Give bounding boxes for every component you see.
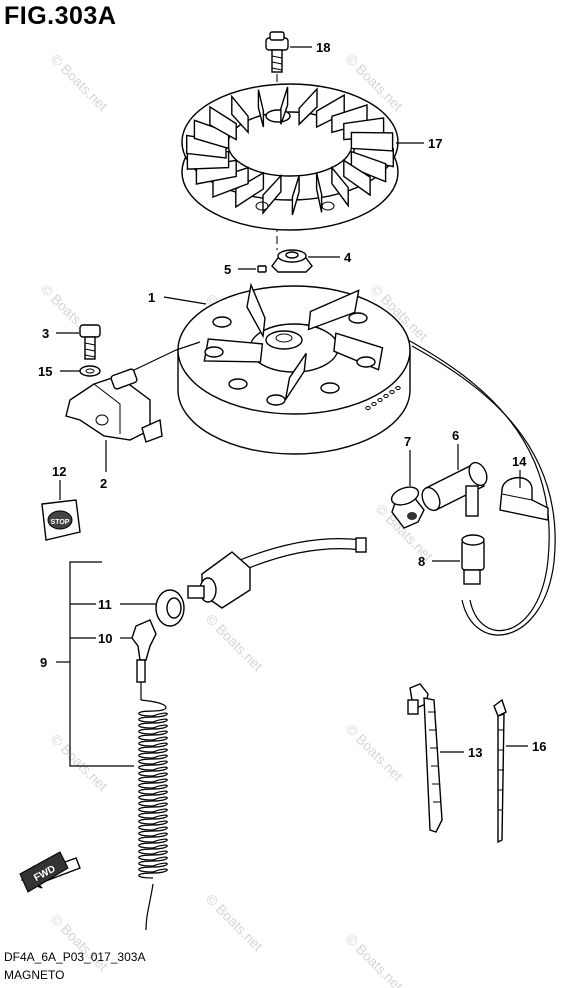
switch-lead-wire	[243, 548, 363, 571]
fan-blade	[231, 94, 249, 135]
watermark: © Boats.net	[48, 51, 111, 114]
flywheel-window	[228, 378, 248, 390]
lead-wire	[407, 339, 550, 632]
part-17-cooling-fan[interactable]	[181, 83, 399, 231]
callout-1[interactable]: 1	[148, 290, 155, 305]
flywheel-slot	[371, 402, 377, 406]
flywheel-window	[204, 346, 224, 358]
lead-wire	[411, 345, 556, 636]
fan-blade	[209, 105, 237, 141]
fan-blade	[343, 159, 371, 197]
watermark: © Boats.net	[343, 931, 406, 988]
callout-4[interactable]: 4	[344, 250, 352, 265]
callout-3[interactable]: 3	[42, 326, 49, 341]
switch-lead-terminal	[355, 537, 367, 553]
fan-blade	[350, 150, 387, 183]
callout-14[interactable]: 14	[512, 454, 527, 469]
bracket-9	[69, 561, 134, 767]
part-4-nut[interactable]	[271, 249, 313, 273]
fan-blade	[350, 131, 394, 152]
part-1-flywheel[interactable]	[177, 282, 411, 455]
callout-18[interactable]: 18	[316, 40, 330, 55]
callout-17[interactable]: 17	[428, 136, 442, 151]
callout-2[interactable]: 2	[100, 476, 107, 491]
flywheel-window	[320, 382, 340, 394]
flywheel-window	[212, 316, 232, 328]
drawing-code: DF4A_6A_P03_017_303A	[4, 950, 146, 964]
part-16-cable-tie[interactable]	[493, 698, 507, 844]
part-11-ring-nut[interactable]	[155, 589, 185, 627]
coil-tail	[145, 883, 154, 931]
fan-blade	[298, 87, 318, 126]
callout-6[interactable]: 6	[452, 428, 459, 443]
watermark: © Boats.net	[203, 611, 266, 674]
part-6-cap[interactable]	[419, 460, 491, 517]
callout-10[interactable]: 10	[98, 631, 112, 646]
callout-15[interactable]: 15	[38, 364, 52, 379]
fan-blade	[257, 89, 265, 128]
part-8-sleeve[interactable]	[461, 534, 485, 585]
part-15-washer[interactable]	[79, 365, 101, 377]
part-13-cable-tie[interactable]	[407, 683, 443, 833]
part-2-ignition-coil[interactable]	[65, 341, 201, 443]
callout-9[interactable]: 9	[40, 655, 47, 670]
flywheel-slot	[395, 386, 401, 390]
fan-blade	[193, 119, 230, 150]
flywheel-window	[266, 394, 286, 406]
stop-switch-body[interactable]	[187, 551, 251, 609]
callout-16[interactable]: 16	[532, 739, 546, 754]
figure-title: FIG.303A	[4, 2, 117, 30]
callout-11[interactable]: 11	[98, 597, 112, 612]
fan-blade	[331, 165, 349, 208]
figure-caption: MAGNETO	[4, 968, 65, 982]
flywheel-slot	[383, 394, 389, 398]
switch-lead-wire	[239, 538, 363, 561]
flywheel-slot	[389, 390, 395, 394]
coiled-cord[interactable]	[138, 699, 168, 931]
callout-8[interactable]: 8	[418, 554, 425, 569]
watermark: © Boats.net	[203, 891, 266, 954]
watermark: © Boats.net	[343, 721, 406, 784]
stop-label: STOP	[51, 519, 70, 526]
flywheel-window	[356, 356, 376, 368]
flywheel-vane	[246, 282, 266, 339]
fan-blade	[291, 175, 300, 216]
part-10-terminal-clip[interactable]	[131, 619, 157, 700]
flywheel-slot	[365, 406, 371, 410]
fan-blade	[280, 86, 289, 125]
callout-12[interactable]: 12	[52, 464, 66, 479]
watermark: © Boats.net	[48, 731, 111, 794]
part-14-clamp[interactable]	[499, 477, 549, 521]
watermark: © Boats.net	[48, 911, 111, 974]
part-18-bolt[interactable]	[265, 31, 289, 73]
part-3-bolt[interactable]	[79, 324, 101, 360]
flywheel-vane	[284, 352, 307, 401]
part-5-key[interactable]	[257, 265, 267, 273]
part-7-grommet[interactable]	[389, 484, 425, 529]
flywheel-window	[348, 312, 368, 324]
part-12-stop-switch[interactable]: STOP	[41, 499, 81, 541]
callout-7[interactable]: 7	[404, 434, 411, 449]
coil-loops	[138, 699, 168, 879]
fwd-arrow: FWD	[19, 851, 81, 893]
leader-line	[163, 296, 207, 305]
callout-13[interactable]: 13	[468, 745, 482, 760]
flywheel-vane	[307, 289, 360, 331]
flywheel-slot	[377, 398, 383, 402]
fan-blade	[315, 172, 323, 213]
callout-5[interactable]: 5	[224, 262, 231, 277]
